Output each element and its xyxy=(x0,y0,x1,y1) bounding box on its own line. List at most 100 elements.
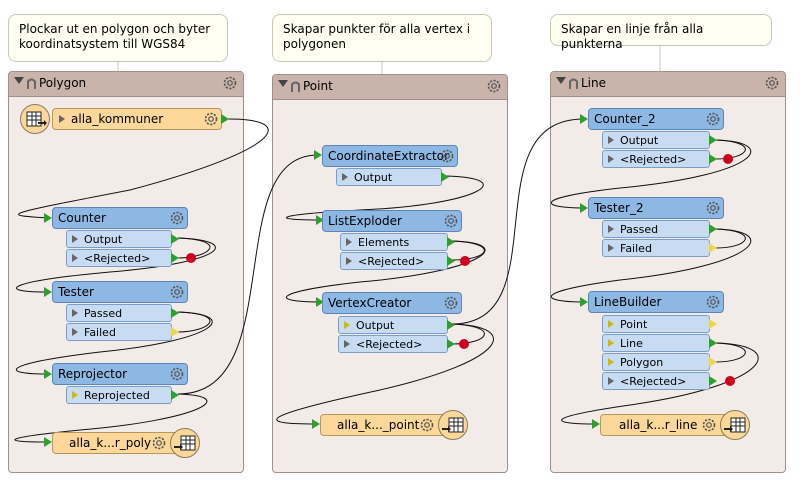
port-passed[interactable]: Passed xyxy=(66,304,172,322)
output-port-icon[interactable] xyxy=(171,390,179,400)
reader-alla-kommuner[interactable]: alla_kommuner xyxy=(52,108,222,130)
writer-line[interactable]: alla_k...r_line xyxy=(600,414,730,436)
port-line[interactable]: Line xyxy=(602,334,710,352)
gear-icon[interactable] xyxy=(705,111,721,127)
transformer-line-builder[interactable]: LineBuilder xyxy=(588,291,724,313)
port-rejected[interactable]: <Rejected> xyxy=(602,150,710,168)
output-port-icon[interactable] xyxy=(221,114,229,124)
port-rejected[interactable]: <Rejected> xyxy=(340,252,448,270)
rejected-port-icon[interactable] xyxy=(186,253,196,263)
input-port-icon[interactable] xyxy=(44,213,52,223)
annotation-polygon[interactable]: Plockar ut en polygon och byter koordina… xyxy=(8,14,228,62)
gear-icon[interactable] xyxy=(169,284,185,300)
output-port-icon[interactable] xyxy=(709,154,717,164)
gear-icon[interactable] xyxy=(443,295,459,311)
output-port-icon[interactable] xyxy=(171,327,179,337)
transformer-list-exploder[interactable]: ListExploder xyxy=(322,210,462,232)
output-port-icon[interactable] xyxy=(447,237,455,247)
input-port-icon[interactable] xyxy=(316,297,324,307)
gear-icon[interactable] xyxy=(203,111,219,127)
port-point[interactable]: Point xyxy=(602,315,710,333)
gear-icon[interactable] xyxy=(705,294,721,310)
output-port-icon[interactable] xyxy=(709,319,717,329)
transformer-tester-2[interactable]: Tester_2 xyxy=(588,197,724,219)
annotation-line[interactable]: Skapar en linje från alla punkterna xyxy=(550,14,772,51)
writer-icon[interactable] xyxy=(438,410,468,440)
input-port-icon[interactable] xyxy=(312,419,320,429)
port-output[interactable]: Output xyxy=(338,316,448,334)
output-port-icon[interactable] xyxy=(709,357,717,367)
port-passed[interactable]: Passed xyxy=(602,220,710,238)
rejected-port-icon[interactable] xyxy=(460,256,470,266)
input-port-icon[interactable] xyxy=(592,419,600,429)
port-rejected[interactable]: <Rejected> xyxy=(338,335,448,353)
input-port-icon[interactable] xyxy=(580,203,588,213)
expand-icon xyxy=(608,244,614,252)
bookmark-line-header[interactable]: Line xyxy=(551,72,785,97)
port-output[interactable]: Output xyxy=(66,230,172,248)
port-reprojected[interactable]: Reprojected xyxy=(66,386,172,404)
bookmark-point-header[interactable]: Point xyxy=(273,75,507,100)
port-output[interactable]: Output xyxy=(602,131,710,149)
input-port-icon[interactable] xyxy=(580,297,588,307)
bookmark-polygon-header[interactable]: Polygon xyxy=(9,72,243,97)
output-port-icon[interactable] xyxy=(441,172,449,182)
output-port-icon[interactable] xyxy=(709,376,717,386)
reader-icon[interactable] xyxy=(20,104,50,134)
gear-icon[interactable] xyxy=(701,417,717,433)
output-port-icon[interactable] xyxy=(709,224,717,234)
output-port-icon[interactable] xyxy=(709,338,717,348)
writer-poly[interactable]: alla_k...r_poly xyxy=(52,432,182,454)
writer-point[interactable]: alla_k..._point xyxy=(320,414,450,436)
collapse-arrow-icon[interactable] xyxy=(14,77,24,84)
collapse-arrow-icon[interactable] xyxy=(556,77,566,84)
transformer-counter-2[interactable]: Counter_2 xyxy=(588,108,724,130)
output-port-icon[interactable] xyxy=(171,253,179,263)
wire-reprojector-writer xyxy=(14,393,208,443)
output-port-icon[interactable] xyxy=(447,320,455,330)
output-port-icon[interactable] xyxy=(447,256,455,266)
port-rejected[interactable]: <Rejected> xyxy=(602,372,710,390)
gear-icon[interactable] xyxy=(169,366,185,382)
transformer-tester[interactable]: Tester xyxy=(52,281,188,303)
rejected-port-icon[interactable] xyxy=(459,339,469,349)
wire-list-vertex xyxy=(286,240,486,303)
gear-icon[interactable] xyxy=(151,435,167,451)
annotation-point[interactable]: Skapar punkter för alla vertex i polygon… xyxy=(272,14,492,62)
input-port-icon[interactable] xyxy=(44,437,52,447)
transformer-vertex-creator[interactable]: VertexCreator xyxy=(322,292,462,314)
gear-icon[interactable] xyxy=(764,75,780,91)
gear-icon[interactable] xyxy=(705,200,721,216)
input-port-icon[interactable] xyxy=(316,215,324,225)
input-port-icon[interactable] xyxy=(44,287,52,297)
input-port-icon[interactable] xyxy=(580,114,588,124)
gear-icon[interactable] xyxy=(222,75,238,91)
port-rejected[interactable]: <Rejected> xyxy=(66,249,172,267)
gear-icon[interactable] xyxy=(486,78,502,94)
port-failed[interactable]: Failed xyxy=(602,239,710,257)
output-port-icon[interactable] xyxy=(447,339,455,349)
port-polygon[interactable]: Polygon xyxy=(602,353,710,371)
rejected-port-icon[interactable] xyxy=(723,154,733,164)
output-port-icon[interactable] xyxy=(171,308,179,318)
gear-icon[interactable] xyxy=(419,417,435,433)
rejected-port-icon[interactable] xyxy=(725,376,735,386)
output-port-icon[interactable] xyxy=(709,243,717,253)
transformer-coordinate-extractor[interactable]: CoordinateExtractor xyxy=(322,145,458,167)
output-port-icon[interactable] xyxy=(709,135,717,145)
writer-icon[interactable] xyxy=(170,428,200,458)
gear-icon[interactable] xyxy=(443,213,459,229)
gear-icon[interactable] xyxy=(439,148,455,164)
input-port-icon[interactable] xyxy=(44,369,52,379)
bookmark-polygon[interactable]: Polygon xyxy=(8,71,244,473)
transformer-counter[interactable]: Counter xyxy=(52,207,188,229)
input-port-icon[interactable] xyxy=(314,150,322,160)
port-failed[interactable]: Failed xyxy=(66,323,172,341)
port-elements[interactable]: Elements xyxy=(340,233,448,251)
output-port-icon[interactable] xyxy=(171,234,179,244)
gear-icon[interactable] xyxy=(169,210,185,226)
port-output[interactable]: Output xyxy=(336,168,442,186)
writer-icon[interactable] xyxy=(720,410,750,440)
collapse-arrow-icon[interactable] xyxy=(278,80,288,87)
transformer-reprojector[interactable]: Reprojector xyxy=(52,363,188,385)
